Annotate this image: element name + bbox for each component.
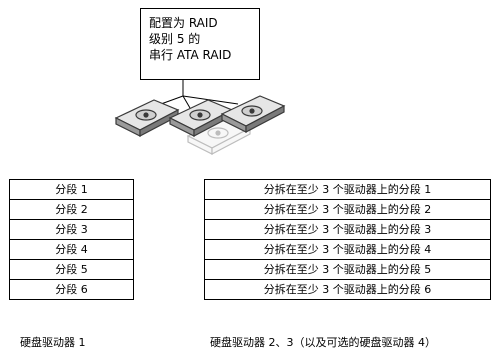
- table-row: 分段 6: [9, 279, 134, 300]
- table-row: 分段 2: [9, 199, 134, 220]
- drives-2-3-4-caption: 硬盘驱动器 2、3（以及可选的硬盘驱动器 4）: [210, 336, 436, 349]
- striped-segment-cell: 分拆在至少 3 个驱动器上的分段 3: [204, 219, 491, 240]
- raid-label-box: 配置为 RAID 级别 5 的 串行 ATA RAID: [140, 8, 260, 80]
- striped-segment-cell: 分拆在至少 3 个驱动器上的分段 1: [204, 179, 491, 200]
- segment-cell: 分段 5: [9, 259, 134, 280]
- segment-cell: 分段 6: [9, 279, 134, 300]
- table-row: 分拆在至少 3 个驱动器上的分段 5: [204, 259, 491, 280]
- drive-1-caption: 硬盘驱动器 1: [20, 336, 86, 349]
- connector-middle: [182, 95, 191, 109]
- segment-cell: 分段 1: [9, 179, 134, 200]
- segment-cell: 分段 2: [9, 199, 134, 220]
- drive-1-segment-table: 分段 1 分段 2 分段 3 分段 4 分段 5 分段 6: [9, 179, 134, 300]
- table-row: 分段 3: [9, 219, 134, 240]
- striped-segment-cell: 分拆在至少 3 个驱动器上的分段 6: [204, 279, 491, 300]
- hard-drive-icon-3: [220, 95, 286, 133]
- striped-segment-cell: 分拆在至少 3 个驱动器上的分段 2: [204, 199, 491, 220]
- raid-label-line-2: 级别 5 的: [149, 32, 201, 46]
- raid-label-line-1: 配置为 RAID: [149, 16, 218, 30]
- table-row: 分段 4: [9, 239, 134, 260]
- table-row: 分拆在至少 3 个驱动器上的分段 2: [204, 199, 491, 220]
- connector-right: [182, 95, 239, 105]
- striped-segment-cell: 分拆在至少 3 个驱动器上的分段 4: [204, 239, 491, 260]
- raid-label-line-3: 串行 ATA RAID: [149, 48, 232, 62]
- table-row: 分拆在至少 3 个驱动器上的分段 4: [204, 239, 491, 260]
- table-row: 分拆在至少 3 个驱动器上的分段 1: [204, 179, 491, 200]
- segment-cell: 分段 3: [9, 219, 134, 240]
- striped-segment-cell: 分拆在至少 3 个驱动器上的分段 5: [204, 259, 491, 280]
- table-row: 分段 1: [9, 179, 134, 200]
- table-row: 分拆在至少 3 个驱动器上的分段 6: [204, 279, 491, 300]
- table-row: 分段 5: [9, 259, 134, 280]
- drive-illustration: [114, 80, 286, 155]
- striped-segment-table: 分拆在至少 3 个驱动器上的分段 1 分拆在至少 3 个驱动器上的分段 2 分拆…: [204, 179, 491, 300]
- hard-drive-icon-1: [114, 99, 180, 137]
- segment-cell: 分段 4: [9, 239, 134, 260]
- table-row: 分拆在至少 3 个驱动器上的分段 3: [204, 219, 491, 240]
